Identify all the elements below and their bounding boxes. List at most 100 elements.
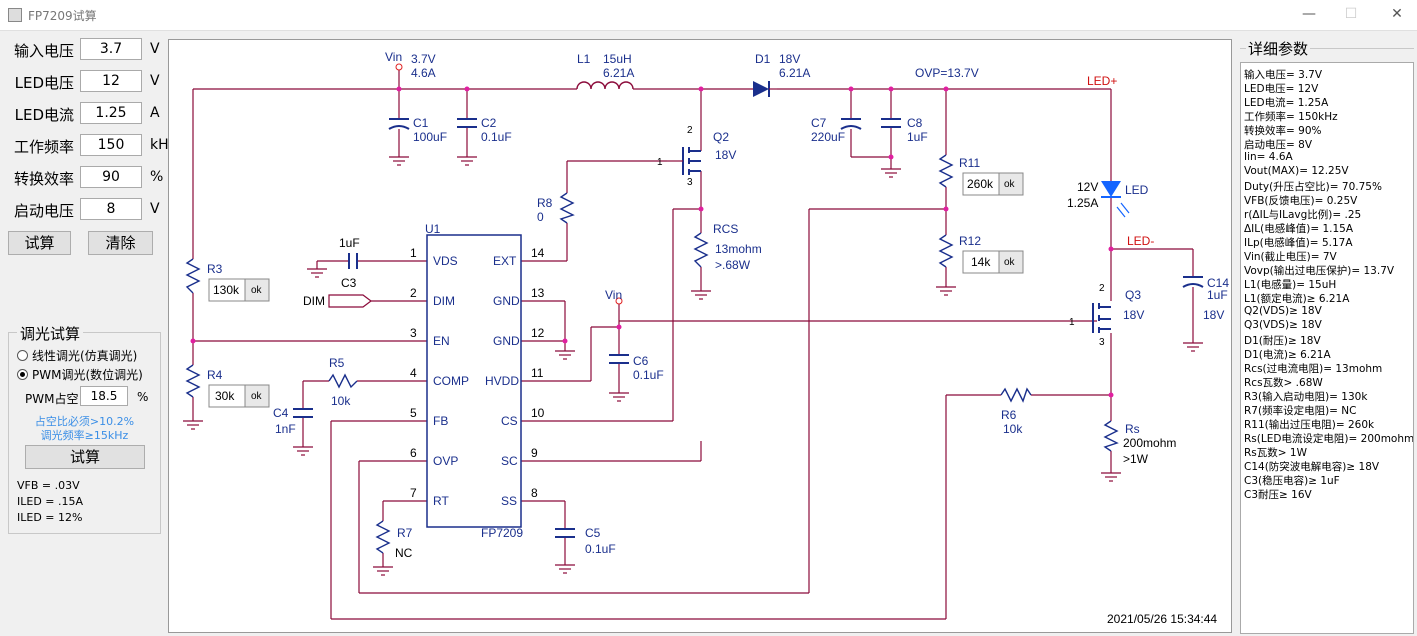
chip-pin-right-number: 11 — [531, 366, 544, 380]
chip-name: FP7209 — [481, 526, 523, 540]
q3-pin3: 3 — [1099, 337, 1105, 348]
schematic-svg: Vin 3.7V 4.6A L1 15uH 6.21A D1 18V 6.21A… — [183, 50, 1229, 626]
detail-line: R3(输入启动电阻)= 130k — [1244, 391, 1368, 403]
rs-power: >1W — [1123, 452, 1149, 466]
ok-boxes — [208, 172, 1024, 408]
detail-line: VFB(反馈电压)= 0.25V — [1244, 195, 1358, 207]
detail-line: ILp(电感峰值)= 5.17A — [1244, 237, 1353, 249]
iled-result: ILED = .15A — [17, 495, 84, 508]
c4-value: 1nF — [275, 422, 296, 436]
vin-current: 4.6A — [411, 66, 436, 80]
chip-pin-right-number: 9 — [531, 446, 538, 460]
vin-terminal-icon — [395, 63, 403, 71]
detail-line: Vovp(输出过电压保护)= 13.7V — [1244, 265, 1395, 277]
r8-value: 0 — [537, 210, 544, 224]
radio-pwm-dimming[interactable]: PWM调光(数位调光) — [17, 366, 143, 383]
rcs-label: RCS — [713, 222, 738, 236]
chip-pin-left-number: 6 — [410, 446, 417, 460]
r7-value: NC — [395, 546, 413, 560]
freq-hint: 调光频率≥15kHz — [40, 429, 129, 442]
schematic-canvas: Vin 3.7V 4.6A L1 15uH 6.21A D1 18V 6.21A… — [168, 39, 1232, 633]
r7-label: R7 — [397, 526, 413, 540]
clear-button[interactable]: 清除 — [88, 231, 153, 255]
input-label: LED电压 — [14, 74, 74, 92]
frequency-field[interactable]: 150 — [80, 134, 142, 156]
detail-line: 输入电压= 3.7V — [1244, 69, 1323, 81]
r12-ok-button[interactable]: ok — [1004, 257, 1016, 268]
detail-line: Iin= 4.6A — [1244, 151, 1293, 163]
minimize-button[interactable]: — — [1302, 6, 1316, 22]
chip-pin-right-label: HVDD — [485, 374, 519, 388]
dimming-calc-button[interactable]: 试算 — [25, 445, 145, 469]
maximize-button[interactable]: ☐ — [1344, 6, 1358, 22]
app-icon — [8, 8, 22, 22]
q3-voltage: 18V — [1123, 308, 1144, 322]
efficiency-field[interactable]: 90 — [80, 166, 142, 188]
close-button[interactable]: ✕ — [1391, 6, 1403, 22]
dim-input-arrow-icon — [328, 294, 372, 308]
c8-value: 1uF — [907, 130, 928, 144]
start-voltage-field[interactable]: 8 — [80, 198, 142, 220]
u1-label: U1 — [425, 222, 441, 236]
c2-label: C2 — [481, 116, 497, 130]
detail-line: r(ΔIL与ILavg比例)= .25 — [1244, 209, 1362, 221]
detail-line: Q3(VDS)≥ 18V — [1244, 319, 1322, 331]
led-voltage-field[interactable]: 12 — [80, 70, 142, 92]
chip-pin-right-label: EXT — [493, 254, 517, 268]
r3-label: R3 — [207, 262, 223, 276]
input-voltage-field[interactable]: 3.7 — [80, 38, 142, 60]
vin-voltage: 3.7V — [411, 52, 436, 66]
pwm-duty-field[interactable]: 18.5 — [80, 386, 128, 406]
input-label: LED电流 — [14, 106, 74, 124]
chip-pin-right-number: 13 — [531, 286, 545, 300]
radio-icon — [17, 350, 28, 361]
c5-label: C5 — [585, 526, 601, 540]
input-unit: A — [150, 105, 160, 121]
r11-label: R11 — [959, 156, 980, 170]
rcs-value: 13mohm — [715, 242, 762, 256]
chip-pin-left-label: COMP — [433, 374, 469, 388]
r6-value: 10k — [1003, 422, 1023, 436]
chip-pin-left-label: OVP — [433, 454, 458, 468]
details-title: 详细参数 — [1246, 38, 1311, 59]
r4-value[interactable]: 30k — [215, 389, 235, 403]
c8-label: C8 — [907, 116, 923, 130]
r3-value[interactable]: 130k — [213, 283, 240, 297]
r3-ok-button[interactable]: ok — [251, 285, 263, 296]
d1-voltage: 18V — [779, 52, 800, 66]
detail-line: R7(频率设定电阻)= NC — [1244, 405, 1357, 417]
resistors — [185, 154, 1119, 554]
chip-pin-left-number: 4 — [410, 366, 417, 380]
r11-value[interactable]: 260k — [967, 177, 994, 191]
chip-pin-left-number: 7 — [410, 486, 417, 500]
led-current-field[interactable]: 1.25 — [80, 102, 142, 124]
capacitors — [293, 118, 1204, 538]
detail-line: LED电压= 12V — [1244, 83, 1319, 95]
r12-label: R12 — [959, 234, 981, 248]
q3-label: Q3 — [1125, 288, 1141, 302]
radio-linear-dimming[interactable]: 线性调光(仿真调光) — [17, 347, 137, 364]
detail-line: Rs瓦数> 1W — [1244, 447, 1307, 459]
r4-ok-button[interactable]: ok — [251, 391, 263, 402]
title-bar: FP7209试算 — ☐ ✕ — [0, 0, 1417, 31]
r11-ok-button[interactable]: ok — [1004, 179, 1016, 190]
dimming-title: 调光试算 — [17, 323, 84, 344]
calc-button[interactable]: 试算 — [8, 231, 71, 255]
input-label: 输入电压 — [13, 42, 74, 60]
mosfet-q2-icon — [667, 147, 701, 175]
pwm-unit: % — [137, 390, 149, 404]
detail-line: D1(耐压)≥ 18V — [1244, 335, 1321, 347]
chip-pin-left-number: 3 — [410, 326, 417, 340]
chip-pin-right-number: 14 — [531, 246, 545, 260]
q3-pin2: 2 — [1099, 283, 1105, 294]
detail-line: Rcs瓦数> .68W — [1244, 377, 1323, 389]
r12-value[interactable]: 14k — [971, 255, 991, 269]
q2-pin3: 3 — [687, 177, 693, 188]
input-unit: V — [150, 41, 160, 57]
chip-pin-left-number: 1 — [410, 246, 417, 260]
led-plus-label: LED+ — [1087, 74, 1117, 88]
c4-label: C4 — [273, 406, 289, 420]
input-label: 转换效率 — [13, 170, 74, 188]
vin2-label: Vin — [605, 288, 622, 302]
